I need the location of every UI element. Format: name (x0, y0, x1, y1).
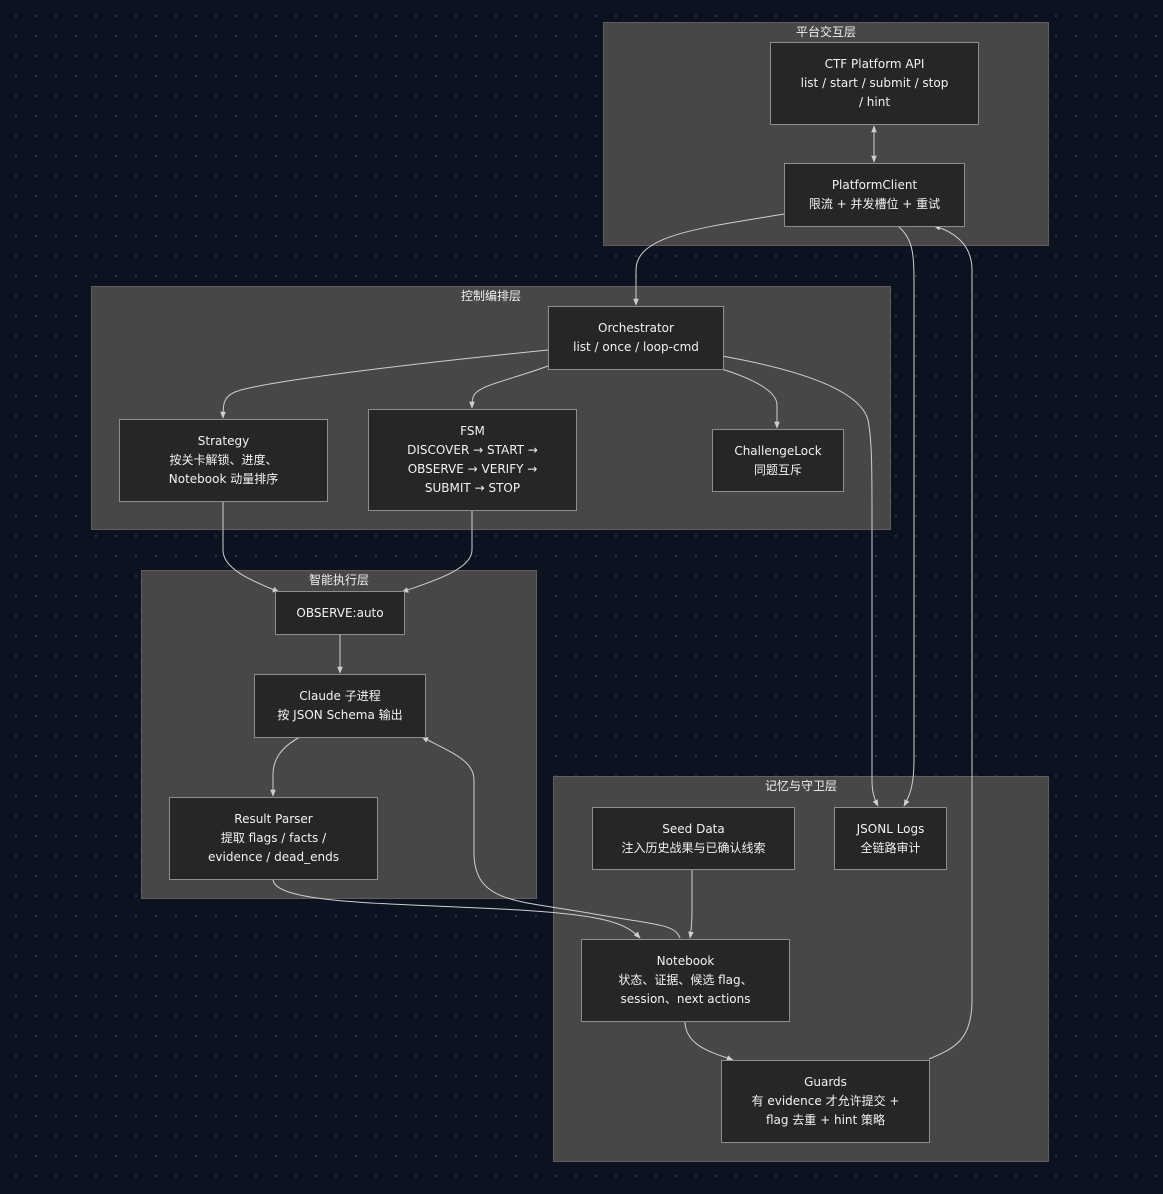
node-label: / hint (858, 95, 891, 109)
node-label: ChallengeLock (734, 443, 822, 458)
result-parser-node[interactable]: Result Parser 提取 flags / facts / evidenc… (169, 797, 378, 880)
observe-auto-node[interactable]: OBSERVE:auto (275, 591, 405, 635)
cluster-title: 平台交互层 (795, 25, 856, 39)
ctf-platform-api-node[interactable]: CTF Platform API list / start / submit /… (770, 42, 979, 125)
seed-data-node[interactable]: Seed Data 注入历史战果与已确认线索 (592, 807, 795, 870)
platform-client-node[interactable]: PlatformClient 限流 + 并发槽位 + 重试 (784, 163, 965, 227)
node-label: 状态、证据、候选 flag、 (618, 973, 753, 987)
node-label: FSM (460, 424, 485, 438)
guards-node[interactable]: Guards 有 evidence 才允许提交 + flag 去重 + hint… (721, 1060, 930, 1143)
fsm-node[interactable]: FSM DISCOVER → START → OBSERVE → VERIFY … (368, 409, 577, 511)
strategy-node[interactable]: Strategy 按关卡解锁、进度、 Notebook 动量排序 (119, 419, 328, 502)
node-label: session、next actions (620, 992, 751, 1006)
node-label: OBSERVE → VERIFY → (407, 462, 538, 476)
node-label: Result Parser (234, 812, 313, 826)
cluster-title: 智能执行层 (308, 573, 369, 587)
node-label: flag 去重 + hint 策略 (765, 1113, 886, 1127)
node-label: 全链路审计 (860, 840, 921, 855)
node-label: list / start / submit / stop (800, 76, 949, 90)
node-label: OBSERVE:auto (296, 605, 384, 620)
node-label: CTF Platform API (824, 57, 925, 71)
node-label: Guards (804, 1075, 847, 1089)
edge-client-jsonl (897, 225, 915, 807)
claude-subprocess-node[interactable]: Claude 子进程 按 JSON Schema 输出 (254, 674, 426, 738)
node-label: Orchestrator (598, 321, 674, 335)
node-label: Claude 子进程 (299, 689, 381, 703)
node-label: Strategy (197, 434, 250, 448)
cluster-title: 控制编排层 (460, 289, 521, 303)
node-label: 同题互斥 (753, 462, 802, 477)
node-label: JSONL Logs (856, 821, 925, 836)
node-label: 按 JSON Schema 输出 (277, 708, 403, 722)
node-label: DISCOVER → START → (407, 443, 538, 457)
cluster-title: 记忆与守卫层 (764, 779, 837, 793)
challenge-lock-node[interactable]: ChallengeLock 同题互斥 (712, 429, 844, 492)
node-label: Notebook (656, 954, 715, 968)
node-label: 按关卡解锁、进度、 (169, 453, 278, 467)
jsonl-logs-node[interactable]: JSONL Logs 全链路审计 (834, 807, 947, 870)
node-label: Notebook 动量排序 (168, 472, 279, 486)
orchestrator-node[interactable]: Orchestrator list / once / loop-cmd (548, 306, 724, 370)
node-label: 提取 flags / facts / (220, 831, 327, 845)
node-label: evidence / dead_ends (208, 850, 339, 864)
node-label: list / once / loop-cmd (573, 340, 699, 354)
node-label: SUBMIT → STOP (424, 481, 521, 495)
node-label: 有 evidence 才允许提交 + (751, 1094, 900, 1108)
node-label: 限流 + 并发槽位 + 重试 (808, 197, 941, 211)
notebook-node[interactable]: Notebook 状态、证据、候选 flag、 session、next act… (581, 939, 790, 1022)
node-label: PlatformClient (831, 178, 918, 192)
node-label: 注入历史战果与已确认线索 (621, 840, 766, 855)
node-label: Seed Data (662, 821, 725, 836)
